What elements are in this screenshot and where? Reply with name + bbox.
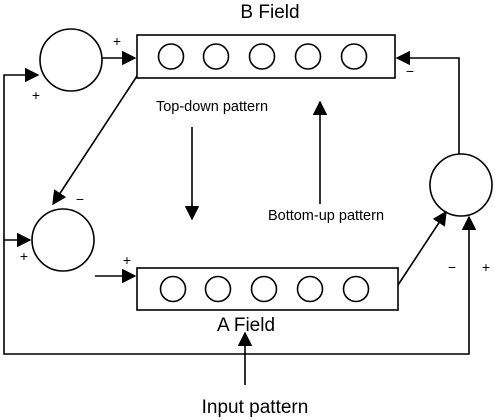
reset-in-plus-sign: + <box>482 259 490 275</box>
bottom-up-pattern-label: Bottom-up pattern <box>268 208 384 224</box>
b-field-unit <box>248 43 276 70</box>
b-field-unit <box>157 43 185 70</box>
b-field-unit <box>294 43 322 70</box>
a-field-to-orienting-arrow <box>397 210 447 286</box>
gain-b-out-sign: + <box>113 33 121 49</box>
b-field-to-gain-a-arrow <box>52 75 138 206</box>
a-field-unit <box>342 275 370 303</box>
b-field-units <box>157 43 368 70</box>
gain-a-out-sign: + <box>123 252 131 268</box>
gain-control-b-node <box>39 28 103 92</box>
reset-inhibit-sign: − <box>448 259 456 275</box>
a-field-units <box>159 275 370 303</box>
a-field-label: A Field <box>217 315 275 336</box>
gain-b-in-sign: + <box>32 87 40 103</box>
b-field-label: B Field <box>240 2 299 23</box>
gain-a-in-sign: + <box>20 248 28 264</box>
gain-a-inhibit-sign: − <box>76 191 84 207</box>
a-field-unit <box>296 275 324 303</box>
orienting-subsystem-node <box>429 153 493 217</box>
top-down-pattern-label: Top-down pattern <box>156 99 268 115</box>
gain-b-inhibit-sign: − <box>406 63 414 79</box>
b-field-unit <box>340 43 368 70</box>
input-pattern-label: Input pattern <box>202 397 309 418</box>
a-field-unit <box>250 275 278 303</box>
b-field-unit <box>202 43 230 70</box>
orienting-to-b-field-arrow <box>395 50 460 154</box>
a-field-unit <box>159 275 187 303</box>
input-to-gain-b-line <box>3 67 245 355</box>
a-field-unit <box>204 275 232 303</box>
gain-control-a-node <box>31 208 95 272</box>
input-to-orienting-arrow <box>245 215 477 355</box>
